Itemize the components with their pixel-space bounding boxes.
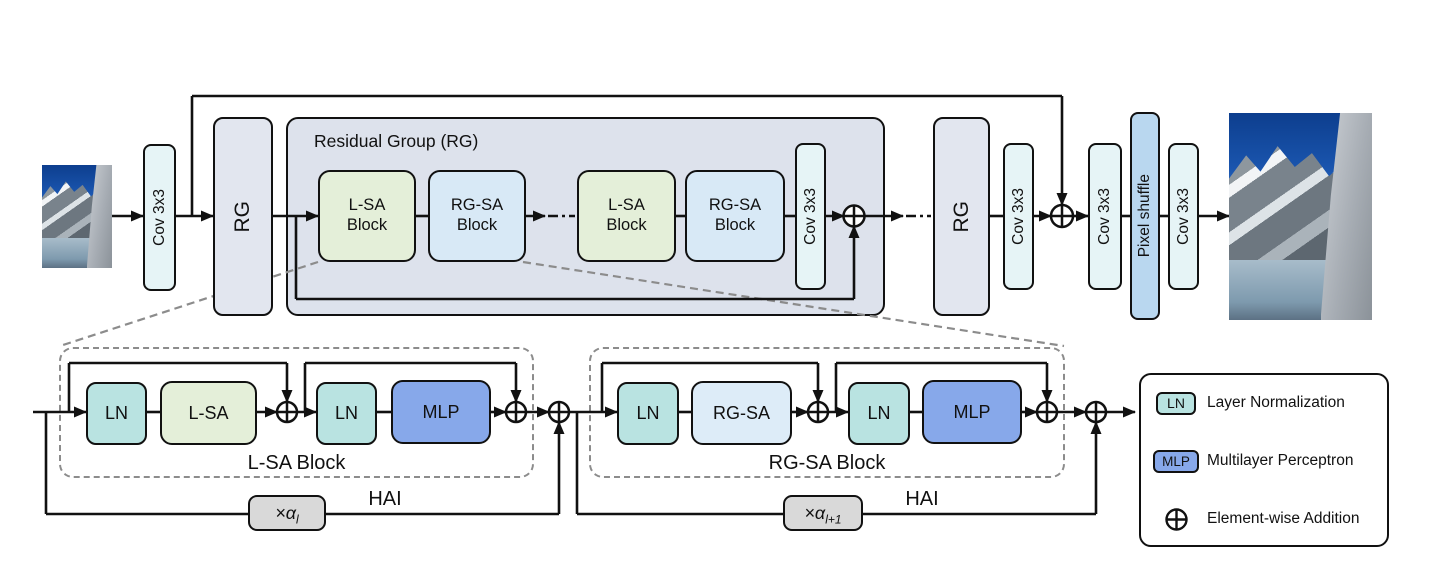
rgsa-detail-title: RG-SA Block	[768, 452, 886, 474]
conv-3x3-box-3: Cov 3x3	[1003, 143, 1034, 290]
alpha-subscript: l+1	[825, 512, 842, 527]
pixel-shuffle-box: Pixel shuffle	[1130, 112, 1160, 320]
conv-label: Cov 3x3	[1174, 188, 1192, 245]
conv-3x3-box-5: Cov 3x3	[1168, 143, 1199, 290]
conv-label: Cov 3x3	[150, 189, 168, 246]
legend: LN Layer Normalization MLP Multilayer Pe…	[1139, 373, 1389, 547]
rgsa-mlp-box: MLP	[922, 380, 1022, 444]
alpha-symbol: ×α	[275, 502, 297, 523]
add-node-rgsa-hai	[1084, 400, 1108, 424]
flow-lines	[33, 94, 1230, 516]
rgsa-hai-label: HAI	[905, 488, 939, 510]
mlp-chip: MLP	[1153, 449, 1199, 473]
lsa-hai-label: HAI	[368, 488, 402, 510]
lsa-ln-box-1: LN	[86, 382, 147, 445]
residual-group-title: Residual Group (RG)	[314, 131, 479, 151]
lsa-block-1: L-SA Block	[318, 170, 416, 262]
add-node-rgsa-mlp	[1035, 400, 1059, 424]
add-node-lsa-hai	[547, 400, 571, 424]
conv-label: Cov 3x3	[1096, 188, 1113, 245]
rgsa-ln-box-1: LN	[617, 382, 679, 445]
conv-3x3-box-2: Cov 3x3	[795, 143, 826, 290]
conv-label: Cov 3x3	[1009, 188, 1027, 245]
legend-row-add: Element-wise Addition	[1151, 507, 1381, 531]
rgsa-block-2: RG-SA Block	[685, 170, 785, 262]
alpha-subscript: l	[296, 512, 299, 527]
alpha-symbol: ×α	[804, 502, 826, 523]
rgsa-ln-box-2: LN	[848, 382, 910, 445]
ln-chip: LN	[1156, 391, 1196, 415]
lsa-detail-title: L-SA Block	[247, 452, 346, 474]
conv-label: Cov 3x3	[801, 188, 819, 245]
add-node-global	[1049, 203, 1075, 229]
legend-label: Element-wise Addition	[1207, 510, 1360, 527]
add-node-rgsa-attn	[806, 400, 830, 424]
rgsa-alpha-scale-box: ×αl+1	[783, 495, 863, 531]
legend-label: Multilayer Perceptron	[1207, 452, 1354, 469]
output-image	[1229, 113, 1372, 320]
conv-3x3-box-1: Cov 3x3	[143, 144, 176, 291]
rgsa-core-box: RG-SA	[691, 381, 792, 445]
rg-box-1: RG	[213, 117, 273, 316]
add-node-lsa-attn	[275, 400, 299, 424]
input-image	[42, 165, 112, 268]
add-nodes	[275, 203, 1108, 424]
add-node-lsa-mlp	[504, 400, 528, 424]
legend-row-mlp: MLP Multilayer Perceptron	[1151, 449, 1381, 473]
lsa-mlp-box: MLP	[391, 380, 491, 444]
rg-box-2: RG	[933, 117, 990, 316]
legend-row-ln: LN Layer Normalization	[1151, 391, 1381, 415]
rgsa-block-1: RG-SA Block	[428, 170, 526, 262]
lsa-alpha-scale-box: ×αl	[248, 495, 326, 531]
add-node-group	[842, 204, 866, 228]
rg-label: RG	[949, 200, 973, 233]
conv-3x3-box-4: Cov 3x3	[1088, 143, 1122, 290]
expansion-dashed-lines	[59, 260, 1065, 348]
lsa-core-box: L-SA	[160, 381, 257, 445]
pixel-shuffle-label: Pixel shuffle	[1136, 174, 1153, 258]
rg-label: RG	[231, 200, 254, 233]
legend-label: Layer Normalization	[1207, 394, 1345, 411]
lsa-ln-box-2: LN	[316, 382, 377, 445]
elementwise-add-icon	[1164, 507, 1188, 531]
lsa-block-2: L-SA Block	[577, 170, 676, 262]
